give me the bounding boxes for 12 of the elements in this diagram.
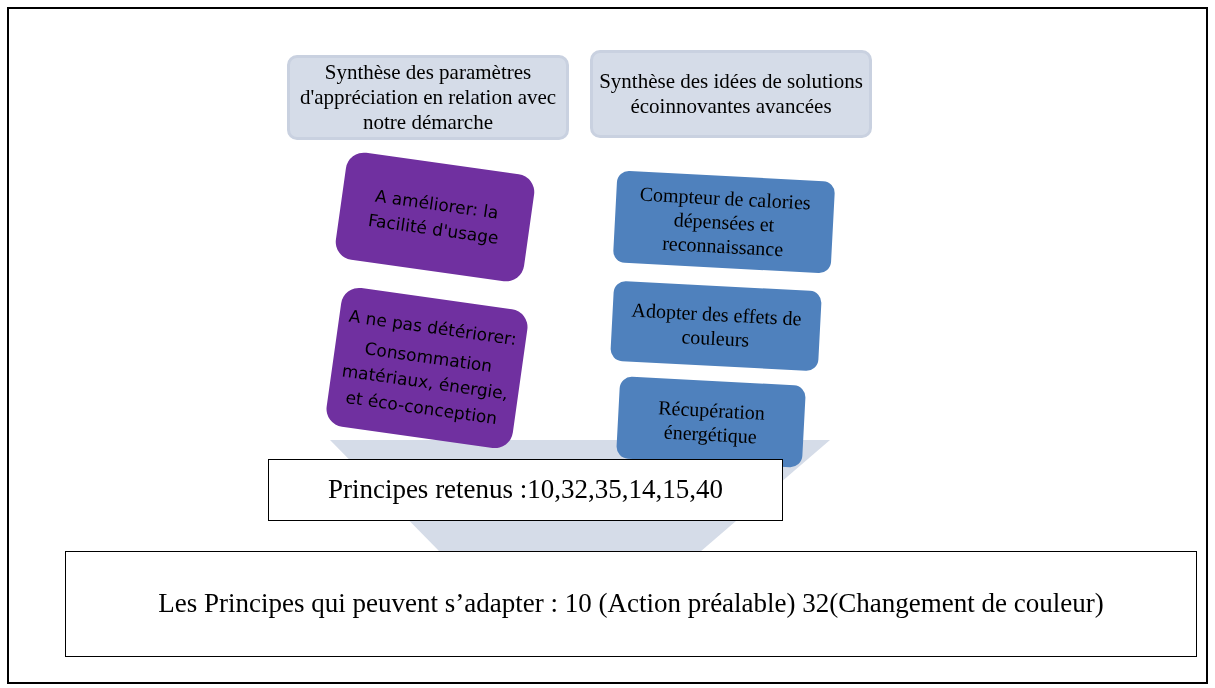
- header-box: [590, 50, 872, 138]
- box-text: Synthèse des paramètres d'appréciation en relation avec notre démarche: [298, 59, 558, 136]
- box-text: A améliorer: la Facilité d'usage: [365, 184, 501, 250]
- box-text: Synthèse des idées de solutions écoinnovantes avancées: [598, 68, 864, 120]
- box-text: Récupération énergétique: [656, 395, 767, 450]
- header-box: [287, 55, 569, 140]
- box-text: Les Principes qui peuvent s’adapter : 10 (Action préalable) 32(Changement de couleur): [158, 587, 1104, 621]
- box-text: Adopter des effets de couleurs: [630, 297, 804, 353]
- text-box: [65, 551, 1197, 657]
- box-text: Principes retenus :10,32,35,14,15,40: [327, 473, 724, 507]
- box-text: Compteur de calories dépensées et reconnaissance: [638, 181, 813, 263]
- text-box: [268, 459, 783, 521]
